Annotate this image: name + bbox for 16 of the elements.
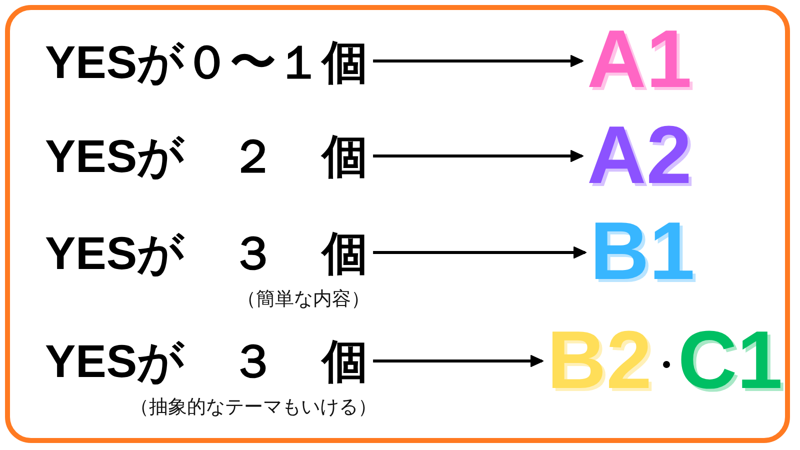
condition-text: YESが ３ 個 [45,230,368,276]
grade-label: A1 [587,19,692,101]
grade-label: C1 [678,320,783,402]
grade-label: B1 [590,211,695,293]
grade-label: A2 [587,115,692,197]
arrow [373,246,586,258]
condition-text: YESが０〜１個 [45,39,368,85]
arrow [373,150,584,162]
note-text: （抽象的なテーマもいける） [130,398,377,416]
arrow [373,55,584,67]
grade-label: B2 [547,320,652,402]
arrow [373,355,544,367]
condition-text: YESが ３ 個 [45,338,368,384]
note-text: （簡単な内容） [237,290,370,308]
rounded-frame [5,5,790,443]
condition-text: YESが ２ 個 [45,133,368,179]
